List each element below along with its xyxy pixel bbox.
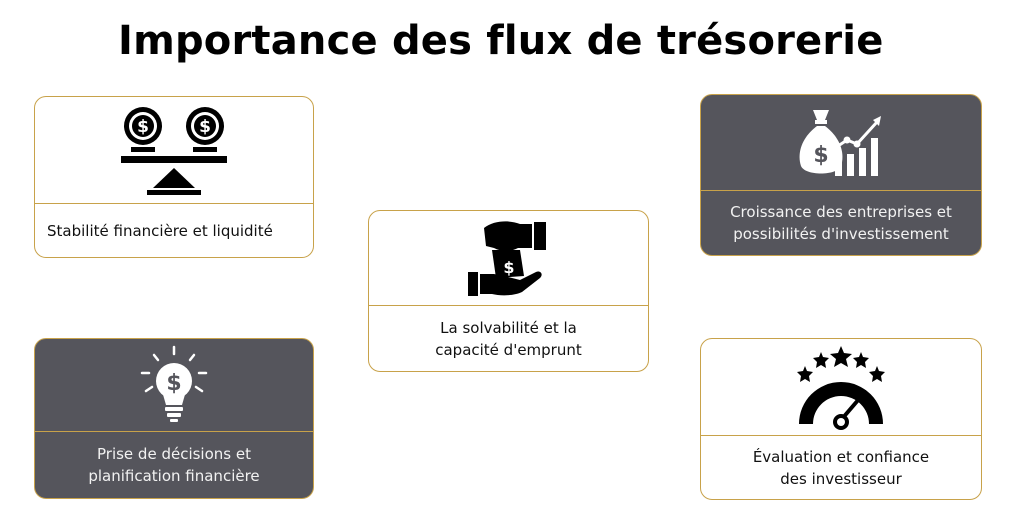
lightbulb-dollar-icon: $ (140, 345, 208, 422)
svg-text:$: $ (503, 258, 514, 277)
page-title: Importance des flux de trésorerie (118, 18, 884, 64)
card-stability: $ $ Stabilité financière et liquidité (34, 96, 314, 258)
card-evaluation: Évaluation et confiance des investisseur (700, 338, 982, 500)
card-label: La solvabilité et la capacité d'emprunt (435, 318, 582, 359)
gauge-stars-icon (797, 346, 885, 430)
scale-coins-icon: $ $ (121, 107, 227, 195)
svg-text:$: $ (813, 143, 828, 168)
svg-text:$: $ (199, 117, 211, 137)
card-growth: $ Croissance des entreprises et possibil… (700, 94, 982, 256)
card-label: Stabilité financière et liquidité (47, 221, 273, 240)
svg-text:$: $ (166, 371, 181, 396)
card-label: Croissance des entreprises et possibilit… (730, 203, 952, 243)
card-label: Prise de décisions et planification fina… (88, 445, 260, 485)
card-solvency: $ La solvabilité et la capacité d'emprun… (368, 210, 649, 372)
money-bag-growth-icon: $ (799, 109, 881, 176)
card-label: Évaluation et confiance des investisseur (752, 447, 930, 488)
hand-money-icon: $ (467, 221, 546, 296)
card-decisions: $ Prise de décisions et planification fi… (34, 338, 314, 499)
svg-text:$: $ (137, 117, 149, 137)
